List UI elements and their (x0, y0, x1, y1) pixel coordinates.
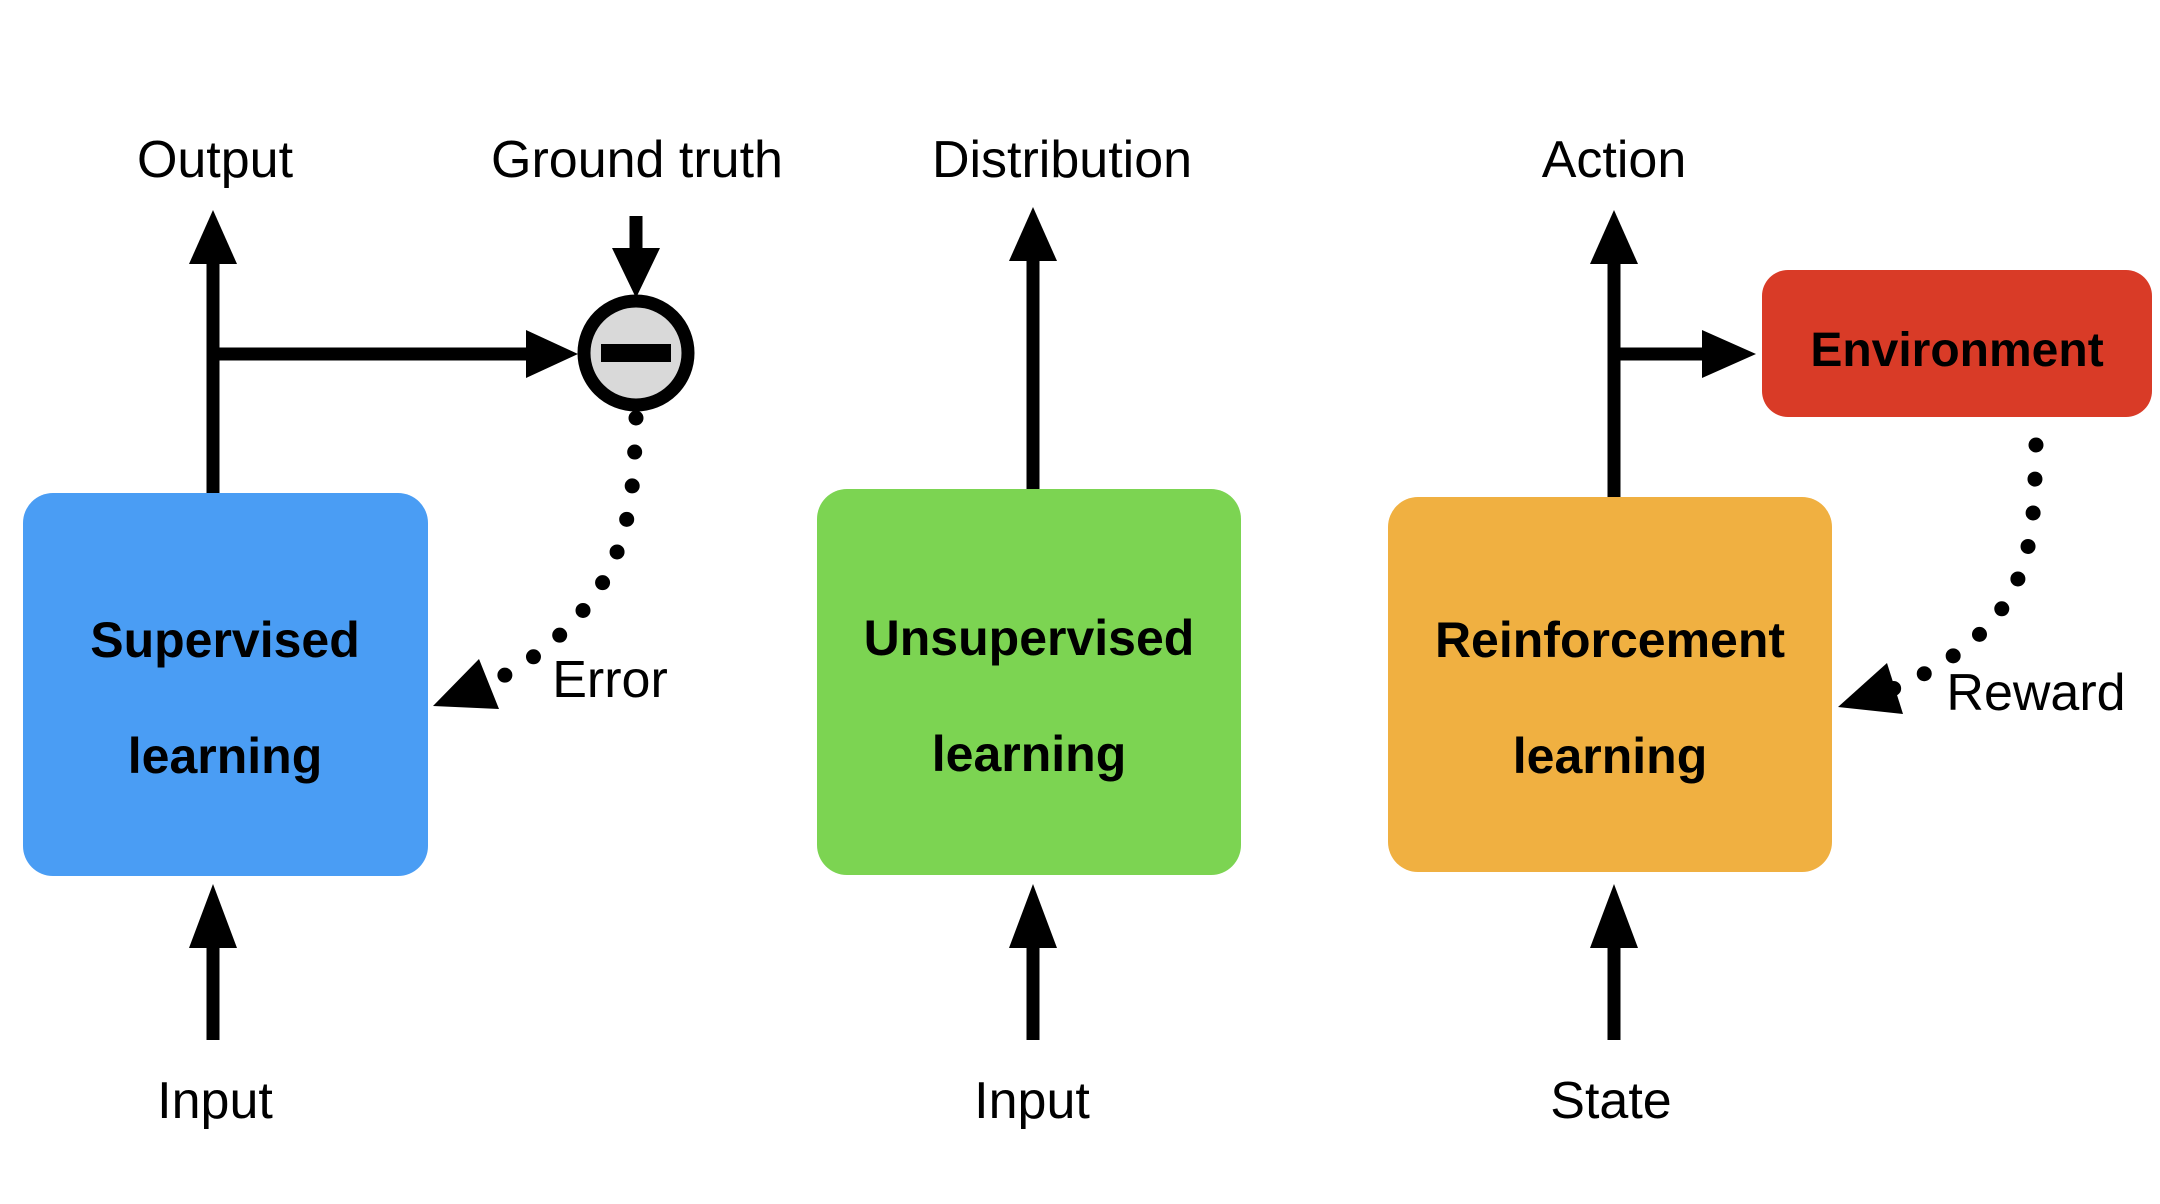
minus-icon (601, 344, 671, 362)
environment-box (1762, 270, 2152, 417)
reward-dotted-path (1882, 437, 2044, 698)
error-arrowhead (433, 659, 499, 709)
environment-label: Environment (1810, 324, 2103, 377)
supervised-learning-section: Output Ground truth Error Supervised lea… (23, 131, 783, 1130)
output-label: Output (137, 131, 294, 189)
error-dotted-path (480, 410, 644, 692)
reward-label: Reward (1946, 664, 2125, 722)
supervised-input-label: Input (157, 1072, 273, 1130)
reinforcement-box-label-line1: Reinforcement (1435, 612, 1785, 668)
unsupervised-box-label-line1: Unsupervised (864, 610, 1195, 666)
action-arrowhead (1590, 210, 1638, 264)
reinforcement-box-label-line2: learning (1513, 728, 1707, 784)
supervised-input-arrowhead (189, 884, 237, 948)
ground-truth-arrowhead (612, 248, 660, 298)
distribution-label: Distribution (932, 131, 1192, 189)
supervised-box-label-line1: Supervised (90, 612, 360, 668)
error-label: Error (552, 651, 668, 709)
reward-arrowhead (1838, 663, 1903, 714)
supervised-box-label-line2: learning (128, 728, 322, 784)
state-label: State (1550, 1072, 1671, 1130)
difference-node (577, 294, 695, 412)
ground-truth-label: Ground truth (491, 131, 783, 189)
unsupervised-learning-section: Distribution Unsupervised learning Input (817, 131, 1241, 1130)
unsupervised-input-arrowhead (1009, 884, 1057, 948)
supervised-learning-box (23, 493, 428, 876)
reinforcement-learning-box (1388, 497, 1832, 872)
action-label: Action (1542, 131, 1687, 189)
state-arrowhead (1590, 884, 1638, 948)
action-branch-arrowhead (1702, 330, 1756, 378)
output-branch-arrowhead (526, 330, 578, 378)
unsupervised-learning-box (817, 489, 1241, 875)
distribution-arrowhead (1009, 207, 1057, 261)
reinforcement-learning-section: Action Environment Reward Reinforcement … (1388, 131, 2152, 1130)
unsupervised-input-label: Input (974, 1072, 1090, 1130)
unsupervised-box-label-line2: learning (932, 726, 1126, 782)
output-arrowhead (189, 210, 237, 264)
